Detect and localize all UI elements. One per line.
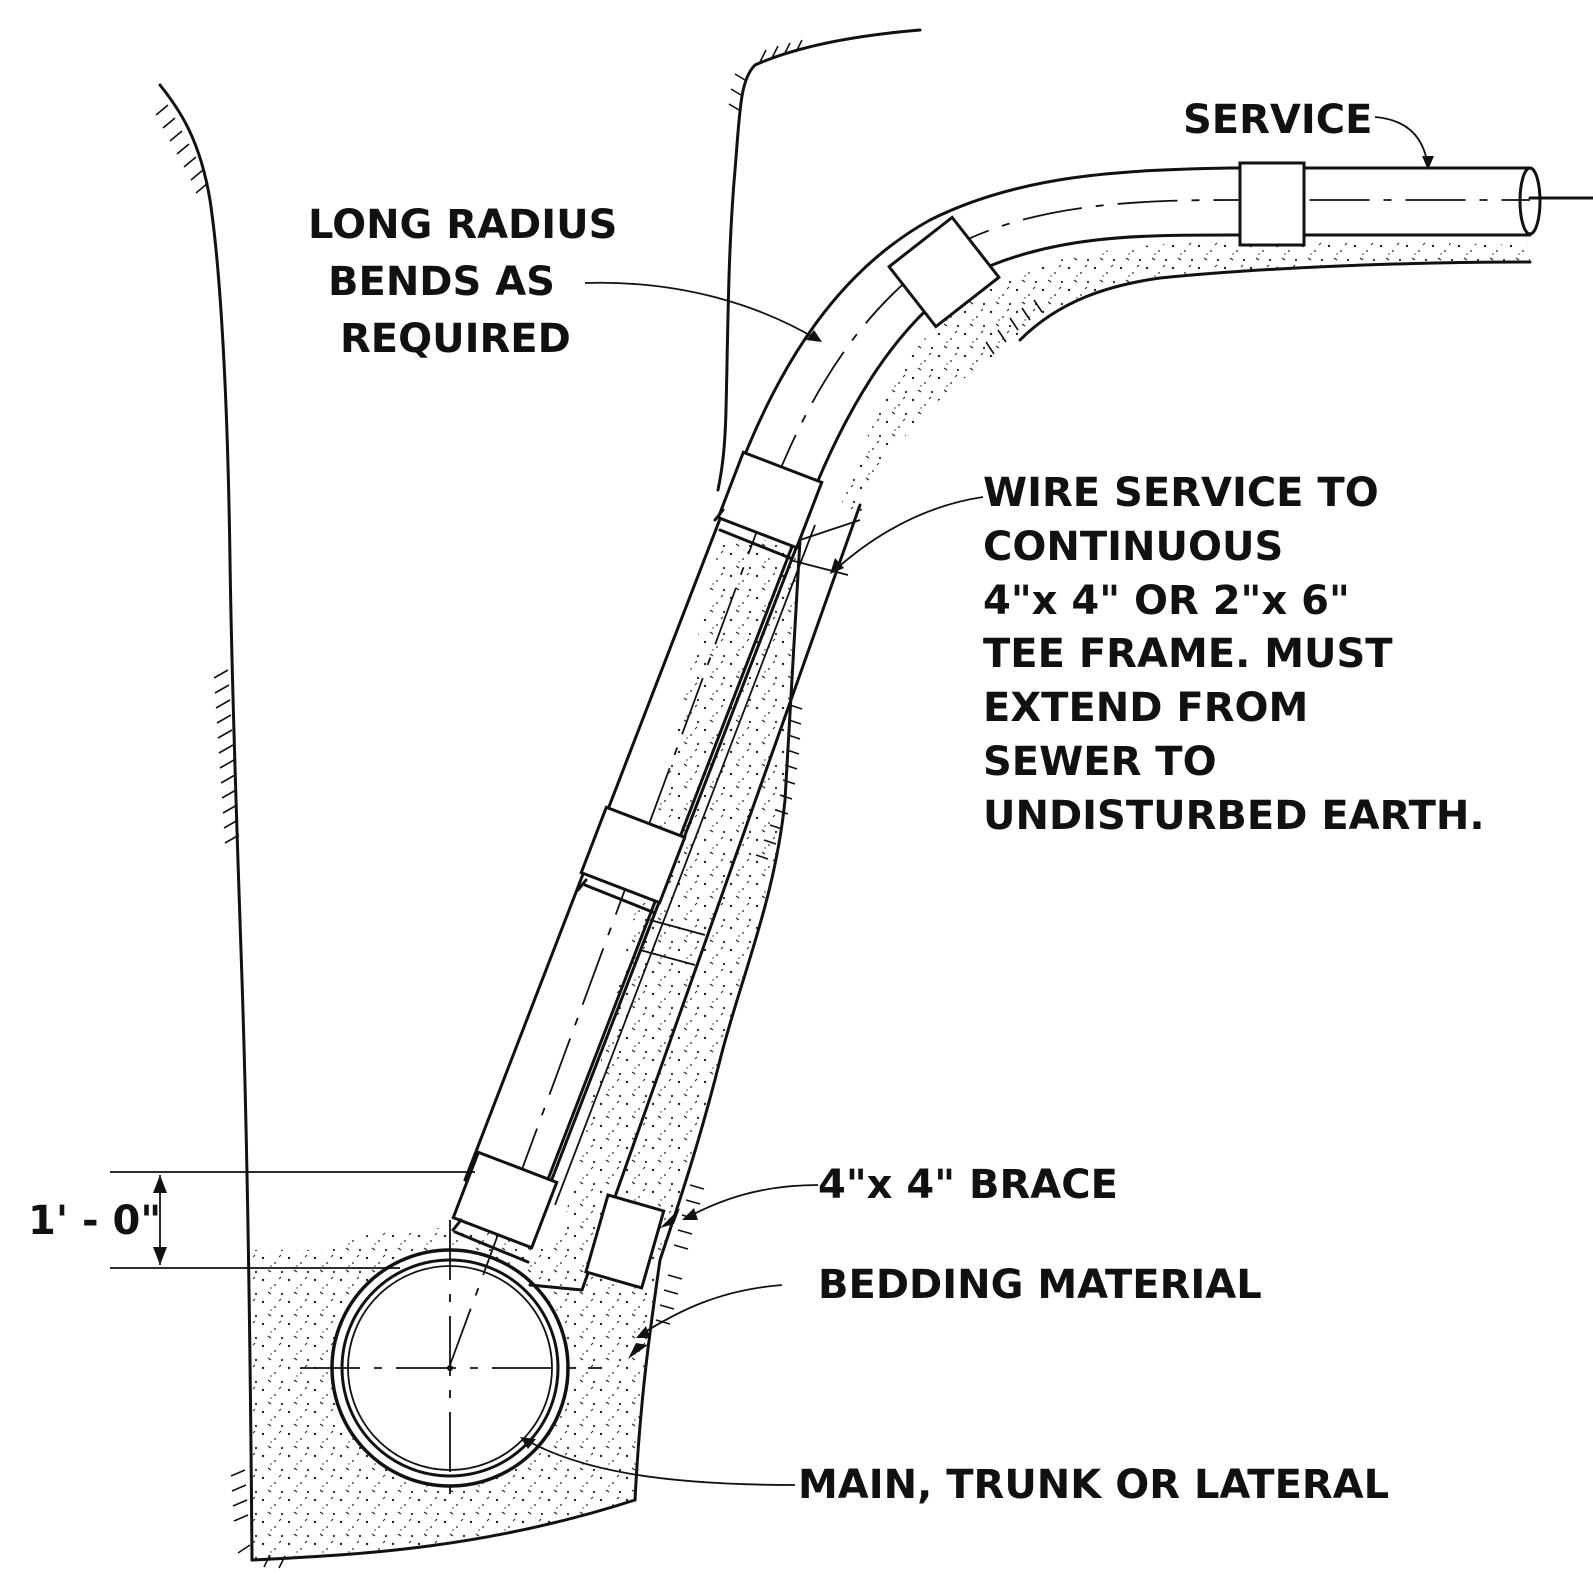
wire-service-line-6: SEWER TO (983, 739, 1217, 785)
long-radius-line-1: LONG RADIUS (308, 202, 617, 248)
brace-label: 4"x 4" BRACE (818, 1162, 1118, 1208)
wire-service-line-3: 4"x 4" OR 2"x 6" (983, 578, 1350, 624)
dimension-label: 1' - 0" (28, 1198, 161, 1244)
long-radius-line-2: BENDS AS (328, 259, 555, 305)
pipe-couplings (451, 161, 1306, 1264)
wire-service-label: WIRE SERVICE TO CONTINUOUS 4"x 4" OR 2"x… (983, 470, 1485, 839)
dimension-one-foot (110, 1171, 475, 1269)
wire-service-line-2: CONTINUOUS (983, 524, 1283, 570)
long-radius-line-3: REQUIRED (340, 316, 571, 362)
service-label: SERVICE (1183, 97, 1372, 143)
main-trunk-lateral-label: MAIN, TRUNK OR LATERAL (798, 1462, 1389, 1508)
bedding-material-label: BEDDING MATERIAL (818, 1262, 1262, 1308)
wire-service-line-7: UNDISTURBED EARTH. (983, 793, 1485, 839)
tee-frame (528, 503, 862, 1292)
wire-service-line-1: WIRE SERVICE TO (983, 470, 1379, 516)
earth-hatching (155, 39, 1043, 1569)
wire-service-line-5: EXTEND FROM (983, 685, 1308, 731)
wire-ties (451, 508, 725, 1359)
main-pipe (300, 1220, 600, 1500)
long-radius-label: LONG RADIUS BENDS AS REQUIRED (308, 202, 631, 362)
leader-lines (520, 116, 1434, 1486)
wire-service-line-4: TEE FRAME. MUST (983, 631, 1393, 677)
